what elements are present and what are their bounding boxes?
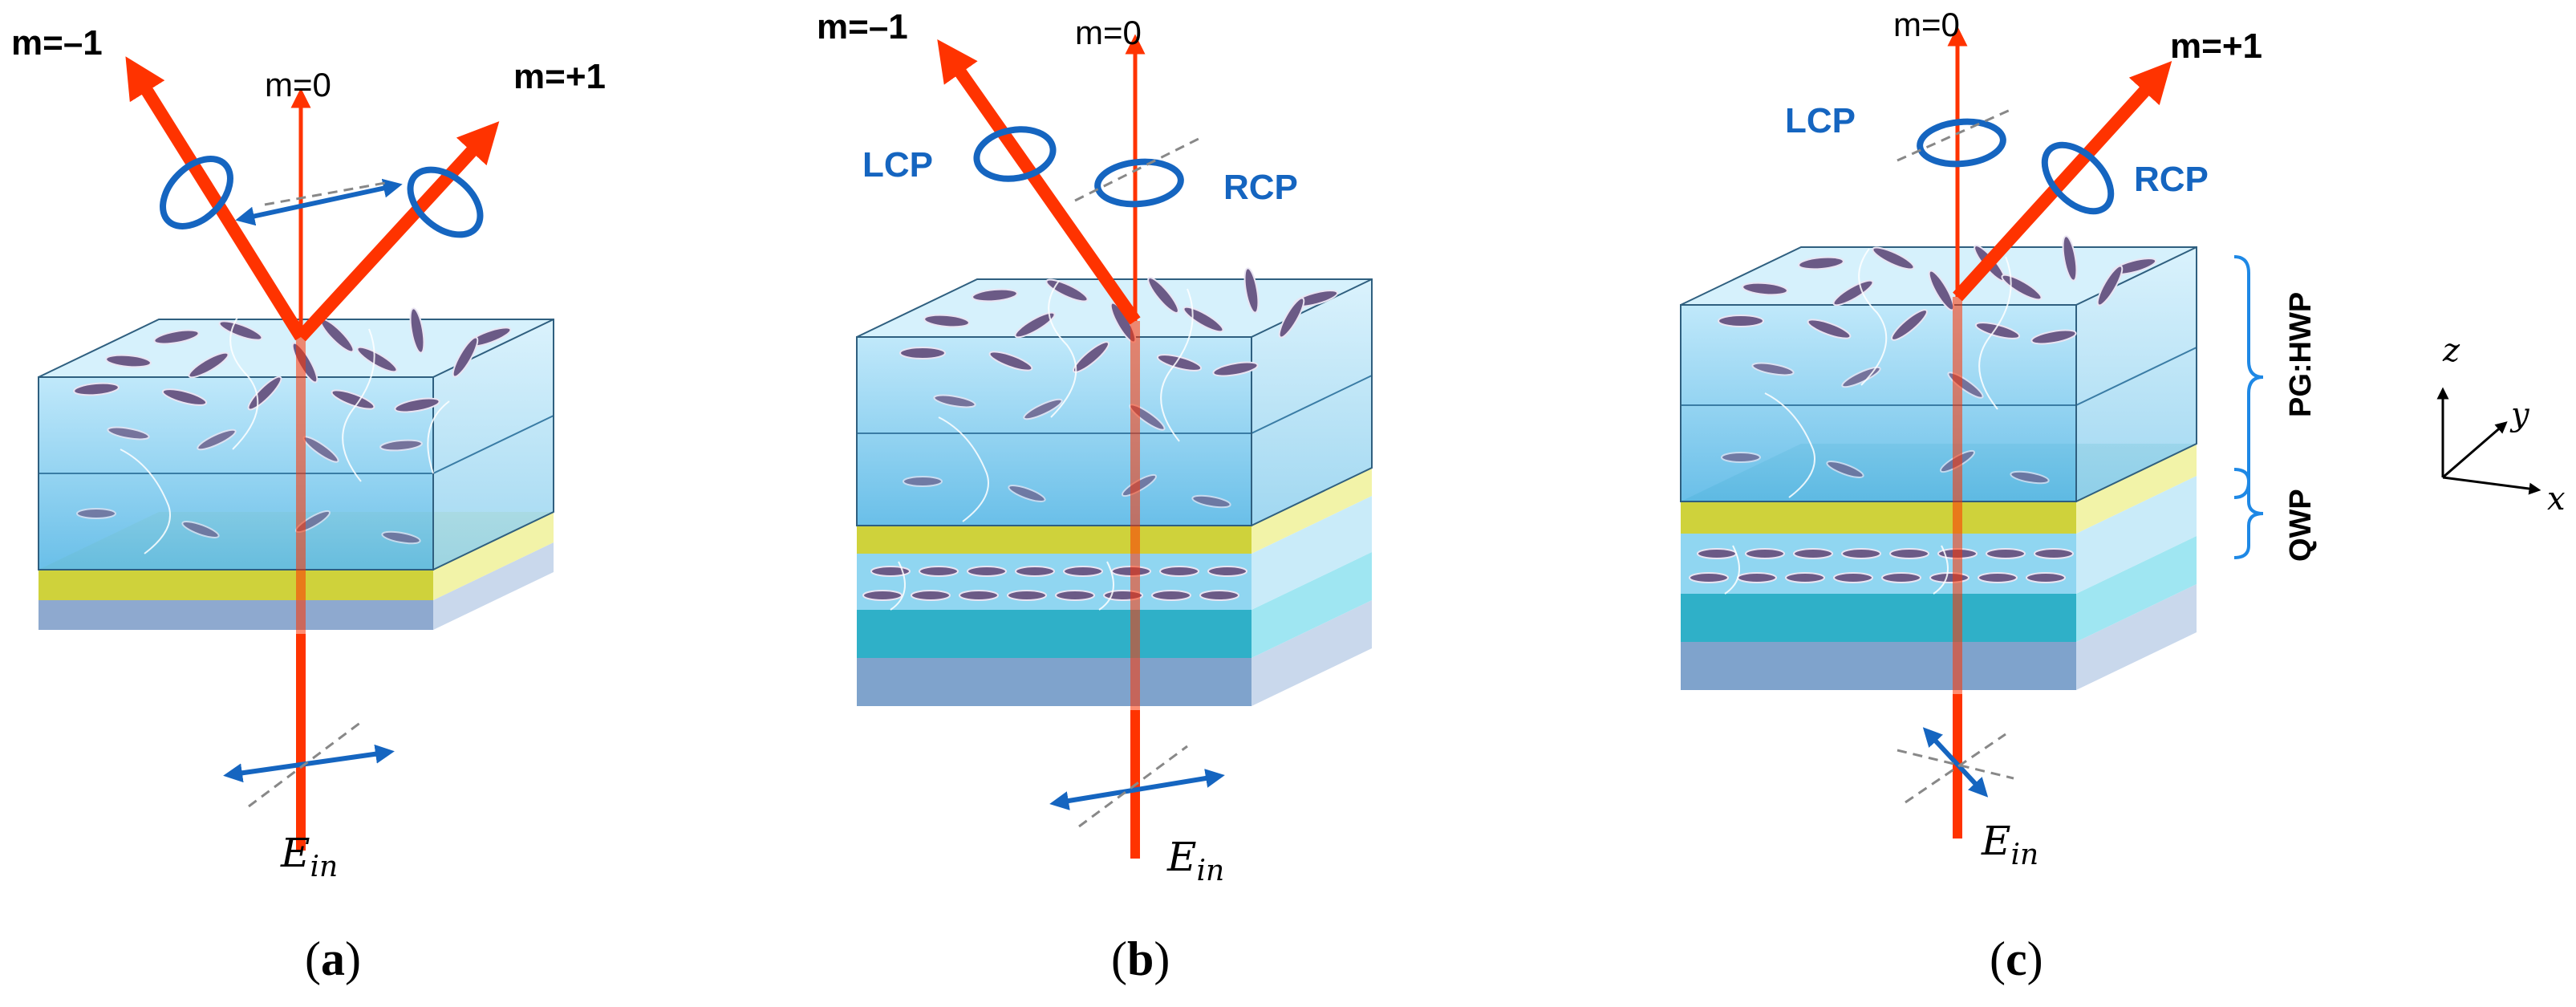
glass-substrate bbox=[39, 542, 554, 630]
lc-molecules bbox=[73, 307, 512, 545]
panel-b: m=–1 m=0 LCP RCP Ein (b) bbox=[817, 7, 1373, 985]
circular-pol-left-icon bbox=[160, 156, 233, 229]
label-order-plus: m=+1 bbox=[2170, 26, 2262, 66]
label-rcp: RCP bbox=[1223, 168, 1298, 207]
label-pg-hwp: PG:HWP bbox=[2284, 292, 2318, 417]
label-order-plus: m=+1 bbox=[513, 57, 606, 96]
lc-molecules bbox=[862, 267, 1339, 601]
input-pol-arrow-icon bbox=[223, 744, 395, 783]
disclination-lines bbox=[1724, 248, 2012, 595]
label-lcp: LCP bbox=[1785, 101, 1856, 140]
axis-y-icon bbox=[2442, 421, 2508, 479]
label-order-zero: m=0 bbox=[265, 66, 331, 104]
layer-braces bbox=[2233, 255, 2264, 559]
axis-y-label: y bbox=[2509, 396, 2530, 433]
input-field-label: Ein bbox=[1981, 818, 2038, 871]
input-pol-arrow-icon bbox=[1922, 727, 1989, 798]
electrode-layer bbox=[857, 468, 1372, 554]
label-qwp: QWP bbox=[2284, 489, 2318, 562]
circular-pol-right-icon bbox=[1094, 158, 1184, 208]
circular-pol-left-icon bbox=[973, 126, 1057, 182]
label-lcp: LCP bbox=[862, 145, 933, 185]
cyan-substrate-layer bbox=[1681, 536, 2197, 642]
label-order-minus: m=–1 bbox=[817, 7, 908, 47]
glass-substrate bbox=[857, 600, 1372, 706]
order-plus-beam bbox=[1953, 61, 2172, 302]
polarization-symbols bbox=[1897, 107, 2115, 804]
axis-z-label: z bbox=[2442, 332, 2460, 369]
caption-a: (a) bbox=[305, 932, 361, 985]
label-order-zero: m=0 bbox=[1075, 14, 1142, 51]
glass-substrate bbox=[1681, 584, 2197, 690]
label-order-zero: m=0 bbox=[1893, 6, 1960, 43]
cyan-substrate-layer bbox=[857, 552, 1372, 658]
brace-pg-hwp-icon bbox=[2233, 255, 2264, 499]
caption-c: (c) bbox=[1990, 932, 2043, 985]
qwp-layer bbox=[1681, 476, 2197, 594]
disclination-lines bbox=[120, 312, 450, 554]
axis-x-label: x bbox=[2547, 481, 2566, 518]
caption-b: (b) bbox=[1111, 932, 1170, 985]
label-rcp: RCP bbox=[2134, 160, 2209, 199]
brace-qwp-icon bbox=[2233, 468, 2264, 559]
label-order-minus: m=–1 bbox=[11, 23, 103, 63]
circular-pol-left-icon bbox=[1917, 118, 2006, 168]
panel-a: m=–1 m=0 m=+1 Ein (a) bbox=[11, 23, 606, 985]
order-minus-beam bbox=[937, 39, 1141, 325]
input-field-label: Ein bbox=[280, 830, 338, 883]
circular-pol-right-icon bbox=[407, 166, 484, 238]
polarization-symbols bbox=[973, 126, 1225, 828]
circular-pol-right-icon bbox=[2041, 141, 2115, 215]
panel-c: m=0 m=+1 LCP RCP Ein (c) bbox=[1680, 6, 2262, 985]
order-plus-beam bbox=[296, 121, 500, 342]
linear-pol-arrow-icon bbox=[235, 178, 403, 226]
disclination-lines bbox=[890, 280, 1194, 611]
polarization-symbols bbox=[160, 156, 484, 808]
input-pol-arrow-icon bbox=[1049, 769, 1225, 810]
axis-x-icon bbox=[2442, 476, 2542, 495]
input-field-label: Ein bbox=[1166, 834, 1224, 887]
coordinate-axes: z y x bbox=[2436, 332, 2566, 518]
